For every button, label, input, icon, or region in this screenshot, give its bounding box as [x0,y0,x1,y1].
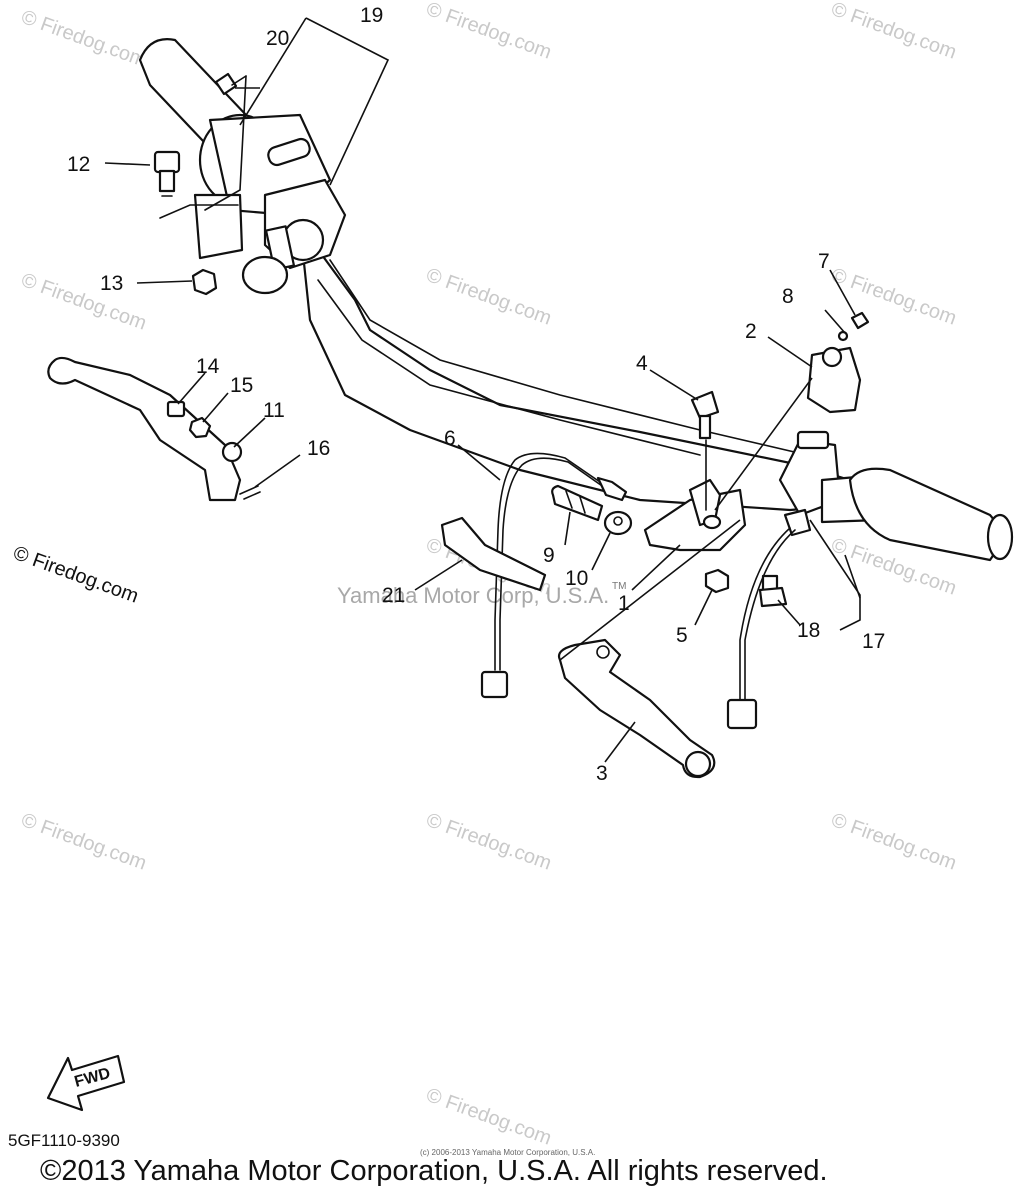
callout-7: 7 [818,250,830,273]
bolt-12 [153,150,239,219]
watermark-10: © Firedog.com [423,809,554,875]
callout-14: 14 [196,355,220,378]
callout-1: 1 [618,592,630,615]
callout-20: 20 [266,27,289,50]
callout-15: 15 [230,374,253,397]
callout-13: 13 [100,272,123,295]
clutch-lever-3 [557,638,716,779]
callout-18: 18 [797,619,820,642]
callout-12: 12 [67,153,90,176]
watermark-2: © Firedog.com [423,0,554,64]
forward-arrow: FWD [46,1054,126,1112]
copyright-line: ©2013 Yamaha Motor Corporation, U.S.A. A… [40,1155,828,1187]
callout-6: 6 [444,427,456,450]
collar-9 [551,484,604,522]
callout-5: 5 [676,624,688,647]
callout-21: 21 [382,584,405,607]
leader-lines [104,17,861,763]
washer-10 [603,510,633,536]
callout-numbers: 1 2 3 4 5 6 7 8 9 10 11 12 13 14 15 16 1… [67,4,885,785]
bolt-4 [690,390,720,511]
clutch-holder [806,311,870,414]
callout-3: 3 [596,762,608,785]
callout-10: 10 [565,567,588,590]
callout-4: 4 [636,352,648,375]
left-lever [47,356,261,502]
watermark-11: © Firedog.com [828,809,959,875]
diagram-code: 5GF1110-9390 [8,1131,120,1150]
watermark-3: © Firedog.com [828,0,959,64]
callout-17: 17 [862,630,885,653]
watermark-12: © Firedog.com [423,1084,554,1150]
callout-9: 9 [543,544,555,567]
callout-11: 11 [263,399,285,422]
center-watermark: Yamaha Motor Corp, U.S.A. [337,583,609,608]
trademark-mark: TM [612,581,626,592]
nut-13 [191,268,218,296]
watermark-4: © Firedog.com [18,269,149,335]
side-watermark: © Firedog.com [10,542,141,608]
tiny-notice: (c) 2006-2013 Yamaha Motor Corporation, … [420,1148,596,1157]
left-grip-switch [138,38,347,295]
right-grip-switch [726,430,1014,730]
callout-16: 16 [307,437,330,460]
screw-20 [204,72,247,211]
callout-19: 19 [360,4,383,27]
callout-8: 8 [782,285,794,308]
switch-lead-6 [440,452,628,699]
watermark-6: © Firedog.com [828,264,959,330]
callout-2: 2 [745,320,757,343]
watermark-1: © Firedog.com [18,6,149,72]
watermark-9: © Firedog.com [18,809,149,875]
watermark-5: © Firedog.com [423,264,554,330]
nut-5 [704,568,730,594]
